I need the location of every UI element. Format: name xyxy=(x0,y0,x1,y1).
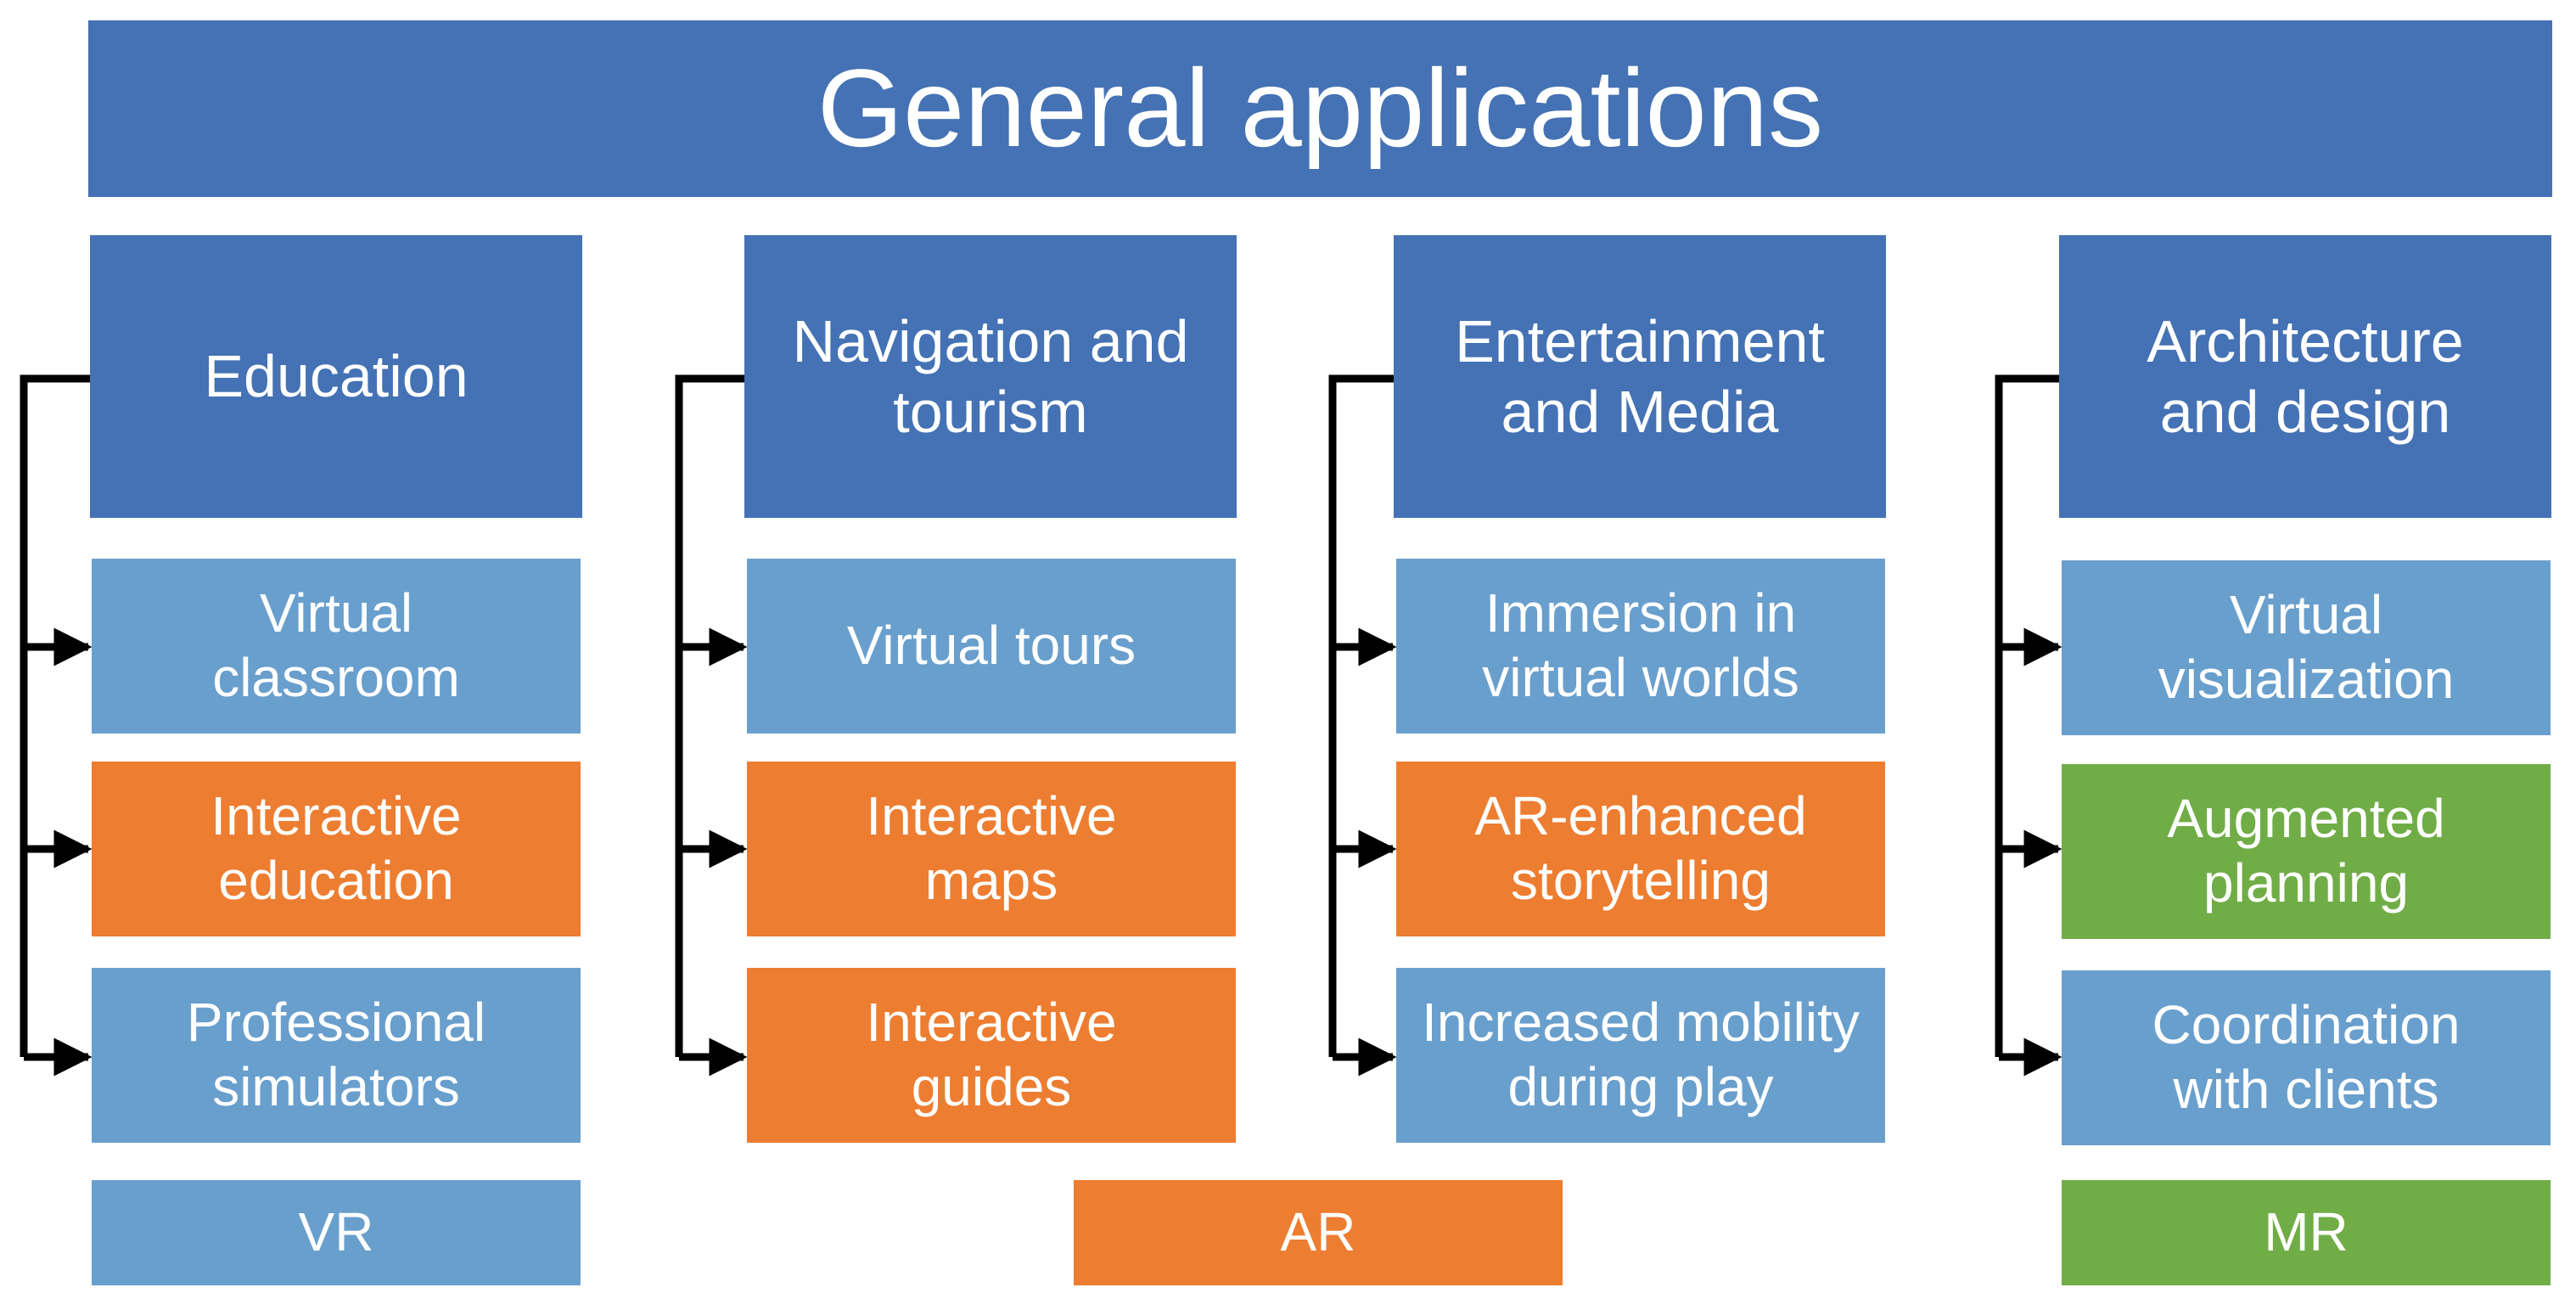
application-box: Virtual classroom xyxy=(92,559,581,734)
category-architecture-design: Architecture and design xyxy=(2059,235,2551,518)
legend-label: MR xyxy=(2264,1201,2349,1263)
application-box: Virtual visualization xyxy=(2062,560,2551,735)
application-label: Augmented planning xyxy=(2167,788,2445,914)
application-label: Professional simulators xyxy=(186,992,486,1117)
application-box: Augmented planning xyxy=(2062,764,2551,939)
application-label: Virtual tours xyxy=(846,615,1136,677)
application-label: Virtual classroom xyxy=(212,582,460,708)
application-box: Increased mobility during play xyxy=(1396,968,1885,1143)
category-label: Entertainment and Media xyxy=(1455,307,1825,445)
category-education: Education xyxy=(90,235,582,518)
legend-label: VR xyxy=(298,1201,374,1263)
application-box: AR-enhanced storytelling xyxy=(1396,762,1885,936)
application-label: Interactive maps xyxy=(866,785,1117,911)
application-label: Coordination with clients xyxy=(2152,994,2461,1120)
category-label: Architecture and design xyxy=(2147,307,2464,445)
application-label: AR-enhanced storytelling xyxy=(1474,785,1807,911)
connector-spine xyxy=(20,374,90,1057)
connector-spine xyxy=(1995,374,2059,1057)
application-label: Interactive education xyxy=(210,785,462,911)
category-navigation-tourism: Navigation and tourism xyxy=(744,235,1237,518)
legend-vr: VR xyxy=(92,1180,581,1285)
category-entertainment-media: Entertainment and Media xyxy=(1394,235,1886,518)
application-label: Interactive guides xyxy=(866,992,1117,1117)
application-box: Coordination with clients xyxy=(2062,970,2551,1145)
diagram-title: General applications xyxy=(88,20,2552,197)
connector-spine xyxy=(1328,374,1394,1057)
application-box: Interactive maps xyxy=(747,762,1236,936)
application-label: Increased mobility during play xyxy=(1422,992,1860,1117)
category-label: Education xyxy=(204,343,469,410)
legend-mr: MR xyxy=(2062,1180,2551,1285)
application-box: Interactive guides xyxy=(747,968,1236,1143)
category-label: Navigation and tourism xyxy=(792,307,1189,445)
application-box: Virtual tours xyxy=(747,559,1236,734)
application-box: Professional simulators xyxy=(92,968,581,1143)
application-label: Immersion in virtual worlds xyxy=(1482,582,1799,708)
application-box: Interactive education xyxy=(92,762,581,936)
connector-spine xyxy=(675,374,744,1057)
application-label: Virtual visualization xyxy=(2158,584,2455,710)
application-box: Immersion in virtual worlds xyxy=(1396,559,1885,734)
legend-ar: AR xyxy=(1074,1180,1563,1285)
legend-label: AR xyxy=(1280,1201,1356,1263)
